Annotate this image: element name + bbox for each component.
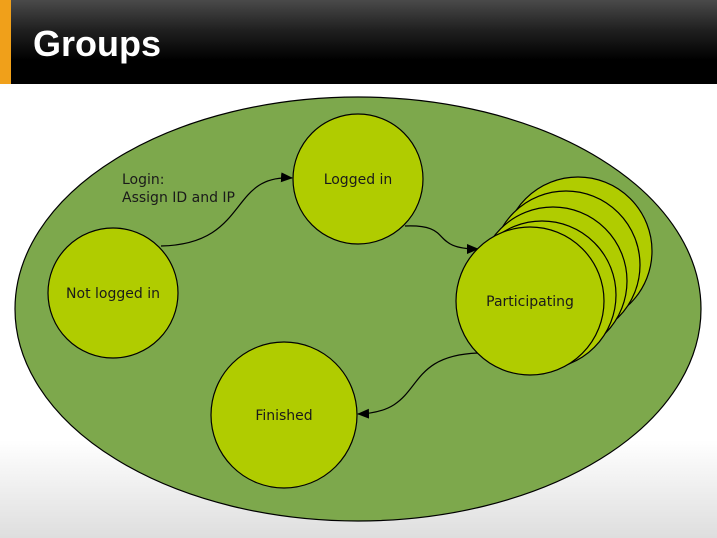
title-accent (0, 0, 11, 84)
state-finished (210, 341, 358, 489)
state-not-logged-in-label: Not logged in (66, 286, 160, 302)
state-finished-label: Finished (255, 408, 312, 424)
login-label-line2: Assign ID and IP (122, 190, 235, 206)
state-participating (455, 226, 605, 376)
title-bar: Groups (0, 0, 717, 84)
join-arrow (404, 225, 479, 254)
state-logged-in (292, 113, 424, 245)
login-label-line1: Login: (122, 172, 165, 188)
login-arrow (160, 172, 293, 247)
state-not-logged-in (47, 227, 179, 359)
state-participating-label: Participating (486, 294, 574, 310)
state-logged-in-label: Logged in (324, 172, 393, 188)
finish-arrow (357, 352, 479, 419)
slide-title: Groups (33, 23, 162, 64)
